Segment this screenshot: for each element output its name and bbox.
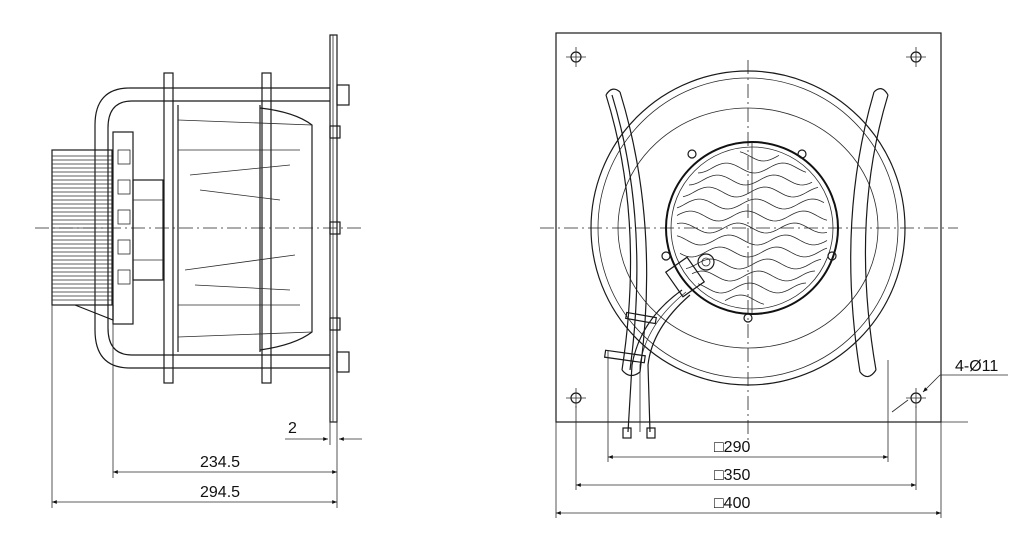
venturi-ring [590,70,906,386]
mounting-holes [566,47,926,408]
dimension-outer-square-label: □400 [714,495,750,512]
dimension-outer-square: □400 [556,495,941,515]
hole-leader: 4-Ø11 [891,358,1008,413]
front-view: 4-Ø11 □290 □350 □400 [540,32,1008,518]
mounting-hole [566,47,586,67]
dimension-inner-square: □290 [608,439,888,459]
dimension-middle-square: □350 [576,467,916,487]
plate-bolts [329,84,350,373]
dimension-inner-square-label: □290 [714,439,750,456]
mounting-hole [566,388,586,408]
dimension-gap: 2 [285,420,362,441]
front-extension-lines [555,350,968,518]
front-plate [555,32,942,423]
impeller [177,105,313,352]
motor-screws [661,149,837,323]
cables [603,289,691,439]
dimension-depth-inner: 234.5 [113,454,337,474]
dimension-depth-total-label: 294.5 [200,484,240,501]
dimension-gap-label: 2 [288,420,297,437]
motor-body [51,149,114,321]
guard-struts [163,72,272,384]
motor-disc [665,141,839,315]
side-extension-lines [51,305,338,508]
mounting-hole [906,388,926,408]
hole-callout-label: 4-Ø11 [955,358,998,375]
mounting-hole [906,47,926,67]
side-view: 2 234.5 294.5 [35,34,365,508]
cable-gland [664,253,715,298]
motor-hub [112,131,164,325]
guard-arcs [605,88,889,378]
mounting-plate [329,34,338,423]
dimension-depth-inner-label: 234.5 [200,454,240,471]
dimension-middle-square-label: □350 [714,467,750,484]
dimension-depth-total: 294.5 [52,484,337,504]
